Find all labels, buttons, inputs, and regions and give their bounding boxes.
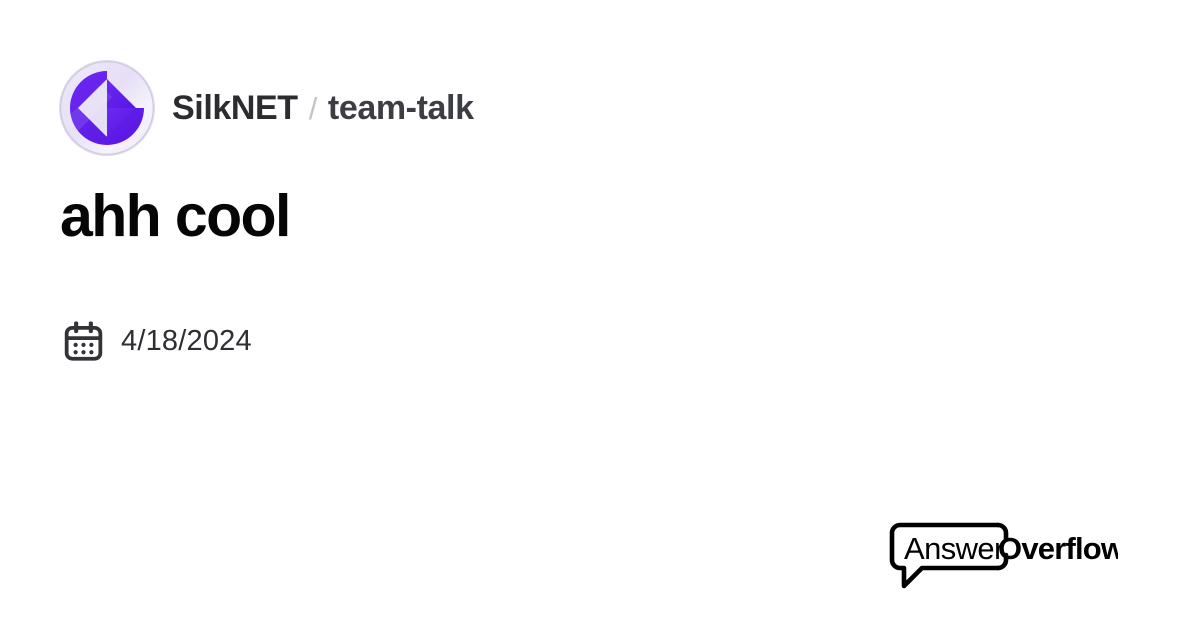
brand-word-overflow: Overflow — [998, 531, 1118, 566]
thread-date-text: 4/18/2024 — [121, 325, 252, 357]
breadcrumb-separator: / — [308, 90, 318, 126]
breadcrumb: SilkNET / team-talk — [60, 61, 474, 155]
answer-overflow-watermark[interactable]: Answer Overflow — [886, 519, 1118, 591]
page-title: ahh cool — [60, 183, 291, 249]
breadcrumb-server-name[interactable]: SilkNET — [172, 88, 298, 127]
speech-bubble-icon — [889, 522, 1001, 589]
breadcrumb-channel-name[interactable]: team-talk — [327, 88, 474, 127]
thread-date: 4/18/2024 — [62, 320, 252, 363]
brand-word-answer: Answer — [904, 531, 1004, 566]
server-avatar[interactable] — [60, 61, 154, 155]
calendar-icon — [64, 321, 103, 361]
breadcrumb-trail: SilkNET / team-talk — [172, 89, 474, 128]
silknet-server-avatar-icon — [60, 61, 154, 155]
answer-overflow-logo-icon: Answer Overflow — [889, 522, 1118, 589]
